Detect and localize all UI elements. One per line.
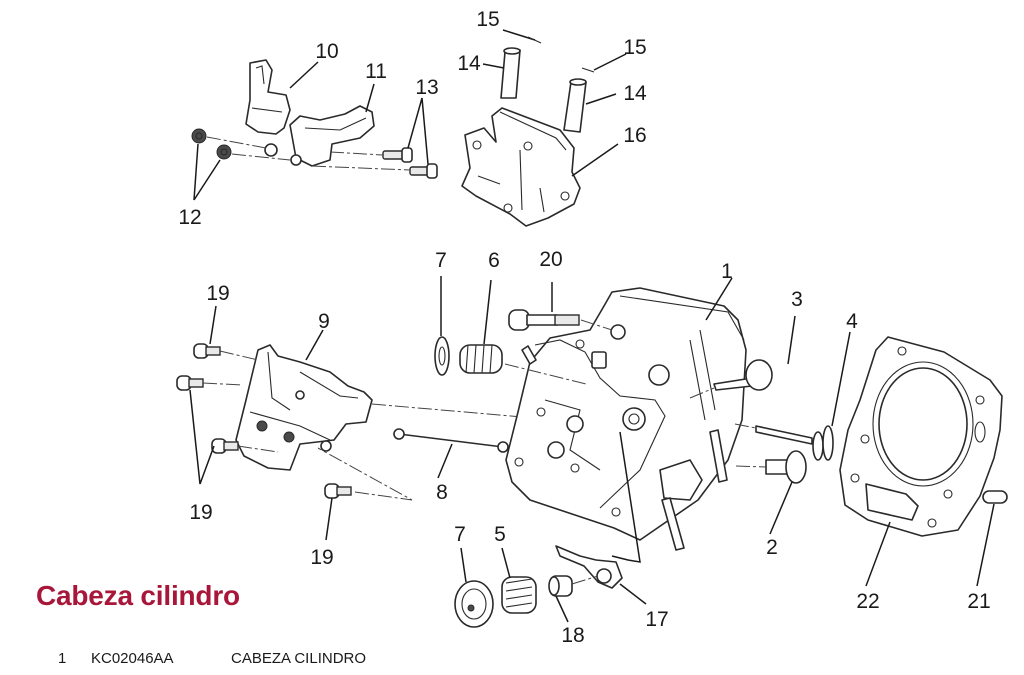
leader-lines (189, 53, 995, 623)
rocker-17 (555, 545, 623, 589)
callout-3: 3 (791, 288, 803, 311)
bolt-20 (508, 309, 580, 331)
dowel-pin-21 (982, 490, 1008, 504)
screw-13-upper (382, 147, 413, 163)
callout-13: 13 (415, 76, 438, 99)
head-gasket-22 (839, 336, 1003, 537)
valve-seal-4 (822, 425, 834, 461)
nut-12-lower (216, 144, 232, 160)
rocker-assembly-9 (235, 344, 373, 471)
bolt-19-c (211, 438, 239, 454)
cylinder-head-1 (505, 287, 747, 551)
pivot-pin-rocker (264, 143, 278, 157)
nut-12-upper (191, 128, 207, 144)
pin-14-left (500, 47, 521, 99)
part-item-number: 1 (58, 650, 67, 667)
bolt-19-b (176, 375, 204, 391)
callout-16: 16 (623, 124, 646, 147)
valve-stem-long (755, 425, 824, 461)
rocker-bracket-16 (461, 107, 581, 227)
valve-3 (713, 359, 773, 391)
valve-2 (765, 450, 807, 484)
callout-22: 22 (856, 590, 879, 613)
clip-15-left (502, 29, 542, 44)
pin-14-right (563, 78, 587, 133)
bolt-19-a (193, 343, 221, 359)
callout-19-top: 19 (206, 282, 229, 305)
callout-19-bottom: 19 (310, 546, 333, 569)
rocker-arm-11 (289, 105, 375, 167)
part-code: KC02046AA (91, 650, 174, 667)
screw-13-lower (409, 163, 438, 179)
valve-stem-seal-18 (548, 575, 573, 597)
callout-18: 18 (561, 624, 584, 647)
callout-21: 21 (967, 590, 990, 613)
callout-9: 9 (318, 310, 330, 333)
section-title: Cabeza cilindro (36, 580, 240, 611)
valve-spring-6 (459, 344, 503, 374)
callout-5: 5 (494, 523, 506, 546)
clip-15-right (581, 67, 595, 73)
callout-14-left: 14 (457, 52, 481, 75)
spring-retainer-7-lower (454, 580, 494, 628)
callout-10: 10 (315, 40, 338, 63)
callout-6: 6 (488, 249, 500, 272)
callout-4: 4 (846, 310, 858, 333)
callout-19-left: 19 (189, 501, 212, 524)
bolt-19-d (324, 483, 352, 499)
callout-7-upper: 7 (435, 249, 447, 272)
callout-15-left: 15 (476, 8, 499, 31)
callout-1: 1 (721, 260, 733, 283)
push-rod-8 (393, 428, 509, 453)
callout-15-right: 15 (623, 36, 646, 59)
spring-retainer-7-upper (434, 336, 450, 376)
callout-8: 8 (436, 481, 448, 504)
callout-12: 12 (178, 206, 201, 229)
callout-20: 20 (539, 248, 562, 271)
callout-7-lower: 7 (454, 523, 466, 546)
callout-14-right: 14 (623, 82, 647, 105)
callout-2: 2 (766, 536, 778, 559)
callout-17: 17 (645, 608, 668, 631)
callout-11: 11 (365, 60, 387, 83)
valve-spring-5 (501, 576, 537, 614)
rocker-arm-10 (245, 59, 291, 135)
part-description: CABEZA CILINDRO (231, 650, 367, 667)
